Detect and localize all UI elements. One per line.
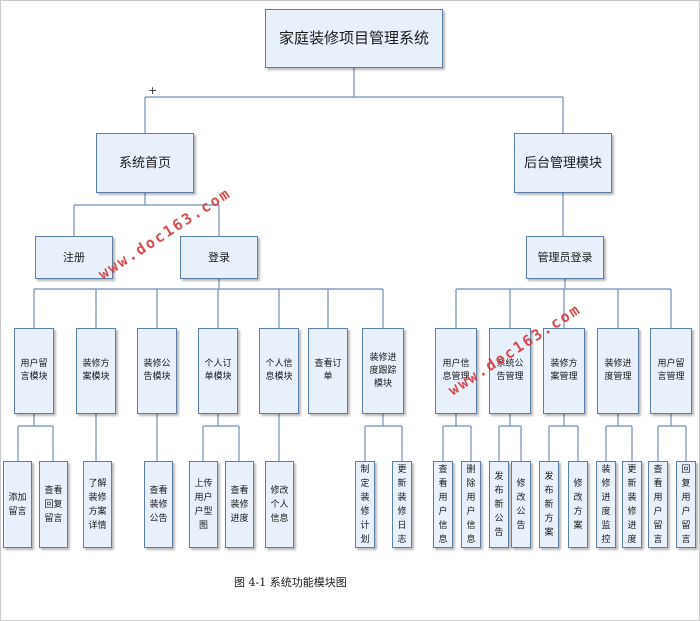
node-view-user-info-label: 查看用户信息 bbox=[438, 464, 448, 545]
node-root-label: 家庭装修项目管理系统 bbox=[278, 29, 429, 47]
node-delete-user-info: 删除用户信息 bbox=[461, 461, 481, 548]
node-delete-user-info-label: 删除用户信息 bbox=[466, 464, 476, 545]
node-upload-floorplan-label: 上传用户户型图 bbox=[194, 478, 213, 531]
node-update-progress: 更新装修进度 bbox=[622, 461, 642, 548]
node-update-log-label: 更新装修日志 bbox=[397, 464, 407, 545]
node-view-progress: 查看装修进度 bbox=[225, 461, 254, 548]
node-register: 注册 bbox=[35, 236, 113, 279]
node-backend-label: 后台管理模块 bbox=[523, 155, 602, 171]
node-user-message: 用户留言模块 bbox=[14, 328, 54, 414]
node-backend: 后台管理模块 bbox=[514, 133, 612, 193]
node-home-label: 系统首页 bbox=[118, 155, 171, 171]
node-user-info-mgmt: 用户信息管理 bbox=[435, 328, 477, 414]
node-make-plan-label: 制定装修计划 bbox=[360, 464, 370, 545]
node-edit-plan: 修改方案 bbox=[568, 461, 588, 548]
node-design-plan-mgmt-label: 装修方案管理 bbox=[550, 359, 578, 382]
node-progress-track: 装修进度跟踪模块 bbox=[362, 328, 404, 414]
node-login-label: 登录 bbox=[208, 251, 230, 264]
node-personal-info: 个人信息模块 bbox=[259, 328, 299, 414]
node-sys-notice-mgmt: 系统公告管理 bbox=[489, 328, 531, 414]
node-design-plan: 装修方案模块 bbox=[76, 328, 116, 414]
node-learn-plan: 了解装修方案详情 bbox=[83, 461, 112, 548]
node-make-plan: 制定装修计划 bbox=[355, 461, 375, 548]
node-view-notice-label: 查看装修公告 bbox=[149, 485, 168, 524]
node-design-plan-label: 装修方案模块 bbox=[82, 359, 110, 382]
figure-caption: 图 4-1 系统功能模块图 bbox=[234, 576, 347, 589]
node-design-plan-mgmt: 装修方案管理 bbox=[543, 328, 585, 414]
node-personal-order: 个人订单模块 bbox=[198, 328, 238, 414]
node-edit-plan-label: 修改方案 bbox=[573, 478, 583, 531]
node-publish-notice: 发布新公告 bbox=[489, 461, 509, 548]
node-view-user-message-label: 查看用户留言 bbox=[653, 464, 663, 545]
node-admin-login-label: 管理员登录 bbox=[537, 251, 593, 264]
node-personal-info-label: 个人信息模块 bbox=[265, 359, 293, 382]
node-user-message-mgmt: 用户留言管理 bbox=[650, 328, 692, 414]
node-view-reply-label: 查看回复留言 bbox=[44, 485, 63, 524]
node-user-message-mgmt-label: 用户留言管理 bbox=[657, 359, 685, 382]
node-monitor-progress: 装修进度监控 bbox=[596, 461, 616, 548]
node-progress-track-label: 装修进度跟踪模块 bbox=[369, 352, 397, 389]
node-edit-info: 修改个人信息 bbox=[265, 461, 294, 548]
node-upload-floorplan: 上传用户户型图 bbox=[189, 461, 218, 548]
node-progress-mgmt-label: 装修进度管理 bbox=[604, 359, 632, 382]
node-sys-notice-mgmt-label: 系统公告管理 bbox=[496, 359, 524, 382]
node-view-progress-label: 查看装修进度 bbox=[230, 485, 249, 524]
node-admin-login: 管理员登录 bbox=[526, 236, 604, 279]
node-login: 登录 bbox=[180, 236, 258, 279]
node-reply-user-message: 回复用户留言 bbox=[676, 461, 696, 548]
node-view-user-message: 查看用户留言 bbox=[648, 461, 668, 548]
node-update-log: 更新装修日志 bbox=[392, 461, 412, 548]
node-learn-plan-label: 了解装修方案详情 bbox=[88, 478, 107, 531]
node-update-progress-label: 更新装修进度 bbox=[627, 464, 637, 545]
node-decor-notice: 装修公告模块 bbox=[137, 328, 177, 414]
node-publish-plan-label: 发布新方案 bbox=[544, 471, 554, 538]
node-home: 系统首页 bbox=[96, 133, 194, 193]
node-view-order: 查看订单 bbox=[308, 328, 348, 414]
node-view-reply: 查看回复留言 bbox=[39, 461, 68, 548]
node-add-message-label: 添加留言 bbox=[8, 492, 27, 517]
node-view-user-info: 查看用户信息 bbox=[433, 461, 453, 548]
node-edit-notice-label: 修改公告 bbox=[516, 478, 526, 531]
node-register-label: 注册 bbox=[63, 251, 85, 264]
node-add-message: 添加留言 bbox=[3, 461, 32, 548]
node-view-notice: 查看装修公告 bbox=[144, 461, 173, 548]
node-decor-notice-label: 装修公告模块 bbox=[143, 359, 171, 382]
node-user-info-mgmt-label: 用户信息管理 bbox=[442, 359, 470, 382]
node-progress-mgmt: 装修进度管理 bbox=[597, 328, 639, 414]
node-root: 家庭装修项目管理系统 bbox=[265, 9, 443, 68]
node-personal-order-label: 个人订单模块 bbox=[204, 359, 232, 382]
node-edit-info-label: 修改个人信息 bbox=[270, 485, 289, 524]
node-view-order-label: 查看订单 bbox=[314, 359, 342, 382]
node-publish-plan: 发布新方案 bbox=[539, 461, 559, 548]
node-edit-notice: 修改公告 bbox=[511, 461, 531, 548]
node-publish-notice-label: 发布新公告 bbox=[494, 471, 504, 538]
node-monitor-progress-label: 装修进度监控 bbox=[601, 464, 611, 545]
node-reply-user-message-label: 回复用户留言 bbox=[681, 464, 691, 545]
node-user-message-label: 用户留言模块 bbox=[20, 359, 48, 382]
plus-marker: + bbox=[148, 84, 158, 97]
